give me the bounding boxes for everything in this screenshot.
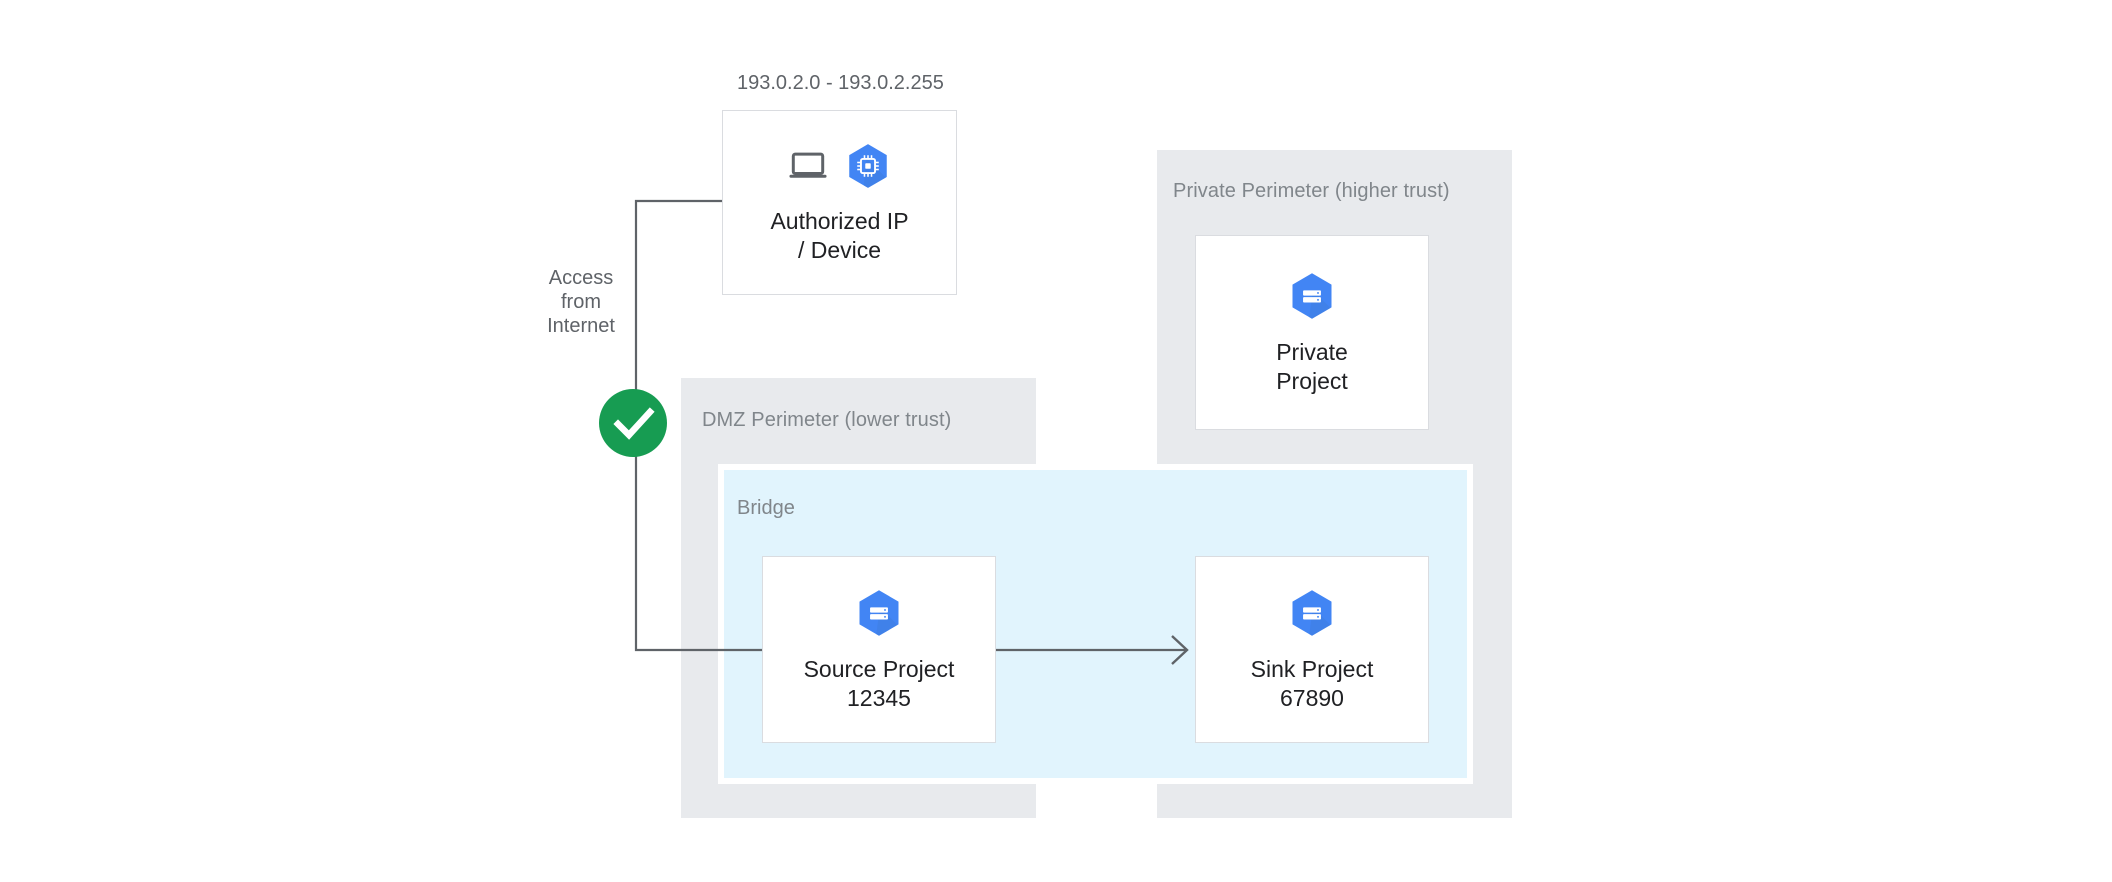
access-from-internet-label: Access from Internet — [547, 267, 615, 337]
compute-chip-hexagon-icon — [848, 143, 887, 188]
node-authorized-ip-device[interactable]: Authorized IP / Device — [722, 110, 957, 295]
source-project-icons — [853, 587, 905, 639]
node-sink-project-label: Sink Project 67890 — [1250, 655, 1374, 711]
ip-range-caption: 193.0.2.0 - 193.0.2.255 — [737, 72, 944, 94]
node-private-project[interactable]: Private Project — [1195, 235, 1429, 430]
authorized-ip-device-icons — [787, 141, 893, 191]
private-project-icons — [1286, 270, 1338, 322]
node-authorized-ip-device-label: Authorized IP / Device — [770, 207, 909, 263]
node-source-project[interactable]: Source Project 12345 — [762, 556, 996, 743]
node-private-project-label: Private Project — [1276, 338, 1348, 394]
dmz-perimeter-label: DMZ Perimeter (lower trust) — [702, 409, 952, 431]
node-source-project-label: Source Project 12345 — [803, 655, 955, 711]
project-hexagon-icon — [1292, 589, 1332, 636]
check-circle-icon — [599, 389, 667, 457]
private-perimeter-label: Private Perimeter (higher trust) — [1173, 180, 1450, 202]
sink-project-icons — [1286, 587, 1338, 639]
laptop-icon — [788, 152, 827, 178]
bridge-label: Bridge — [737, 497, 795, 519]
project-hexagon-icon — [1292, 272, 1332, 319]
node-sink-project[interactable]: Sink Project 67890 — [1195, 556, 1429, 743]
project-hexagon-icon — [859, 589, 899, 636]
